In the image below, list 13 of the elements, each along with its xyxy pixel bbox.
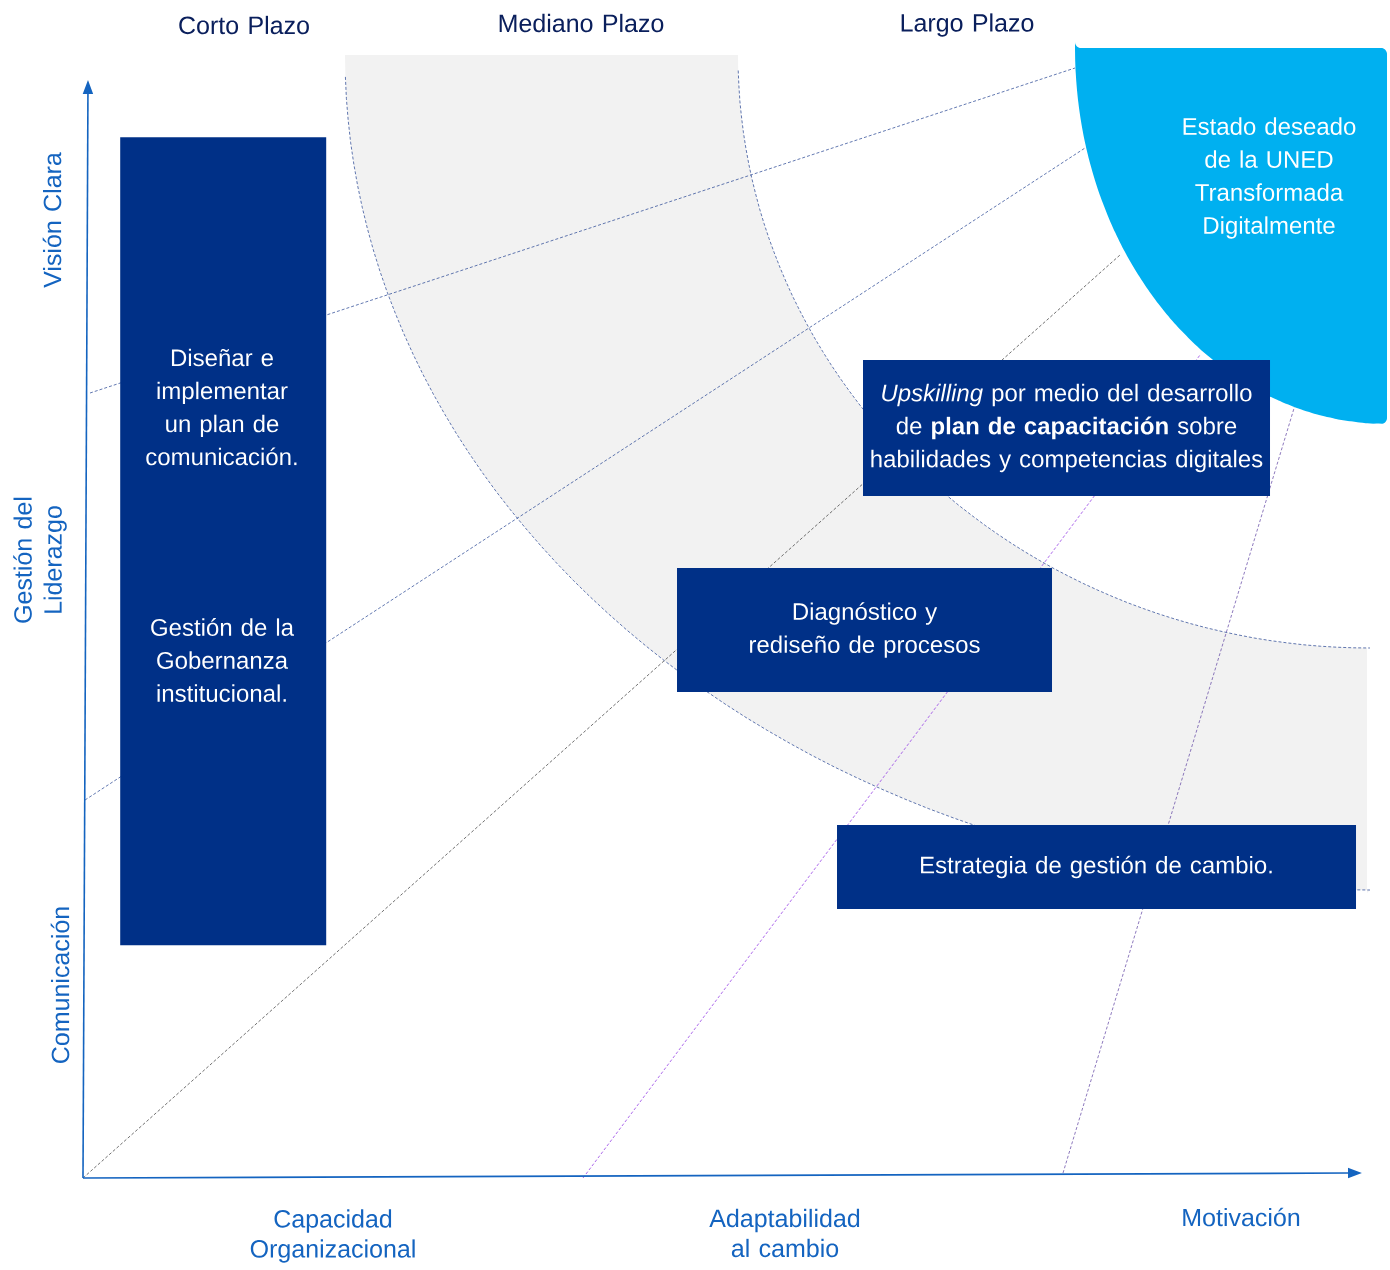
action-box: Estrategia de gestión de cambio.: [837, 825, 1356, 909]
horizon-label: Corto Plazo: [179, 15, 309, 35]
axis-label: Gestión del Liderazgo: [13, 497, 67, 623]
horizon-label: Mediano Plazo: [499, 13, 664, 33]
axis-label: Visión Clara: [42, 152, 62, 288]
action-box: Diagnóstico y rediseño de procesos: [677, 568, 1052, 692]
action-bar: Diseñar e implementar un plan de comunicación. Gestión de la Gobernanza institucional.: [120, 137, 327, 946]
action-box: Upskilling por medio del desarrollo de plan de capacitación sobre habilidades y competencias digitales: [863, 360, 1270, 496]
axis-label: Capacidad Organizacional: [250, 1209, 415, 1263]
horizon-label: Largo Plazo: [901, 13, 1034, 37]
axis-label: Comunicación: [50, 907, 70, 1063]
axis-label: Adaptabilidad al cambio: [709, 1208, 860, 1258]
axis-label: Motivación: [1183, 1207, 1300, 1227]
